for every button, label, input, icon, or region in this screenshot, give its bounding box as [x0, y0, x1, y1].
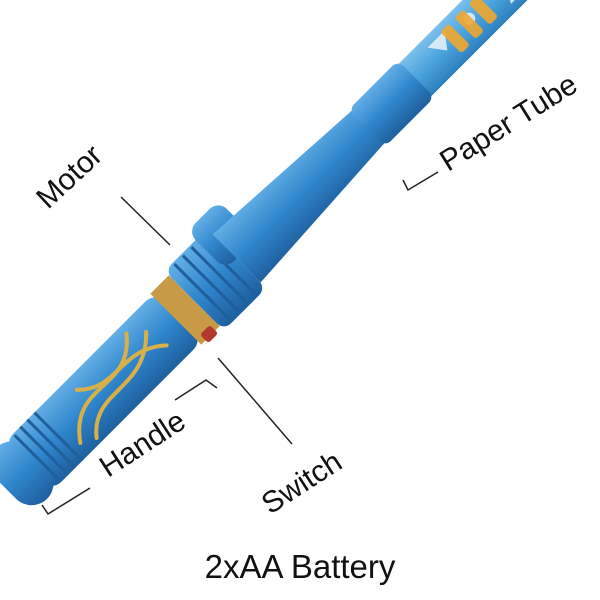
switch-leader: [217, 357, 293, 445]
end-cap: [0, 441, 54, 506]
switch-label: Switch: [256, 445, 348, 521]
gold-band: [150, 275, 220, 345]
battery-caption: 2xAA Battery: [204, 548, 396, 585]
handle-bracket-right: [174, 379, 218, 401]
motor-leader: [120, 196, 171, 246]
motor-label: Motor: [30, 139, 109, 215]
paper-tube-bracket: [402, 171, 439, 192]
handle-grip: [9, 297, 198, 486]
end-cap-ridges: [13, 411, 84, 482]
switch-button: [201, 326, 217, 342]
paper-tube-label: Paper Tube: [434, 68, 583, 178]
stick-body: [0, 63, 432, 506]
ribbed-collar: [168, 232, 263, 327]
leader-lines: [41, 171, 439, 516]
neck: [212, 98, 397, 283]
handle-decoration: [74, 329, 169, 445]
sleeve: [351, 63, 432, 144]
tube-lettering: [441, 0, 498, 53]
handle-bracket: [41, 487, 91, 516]
